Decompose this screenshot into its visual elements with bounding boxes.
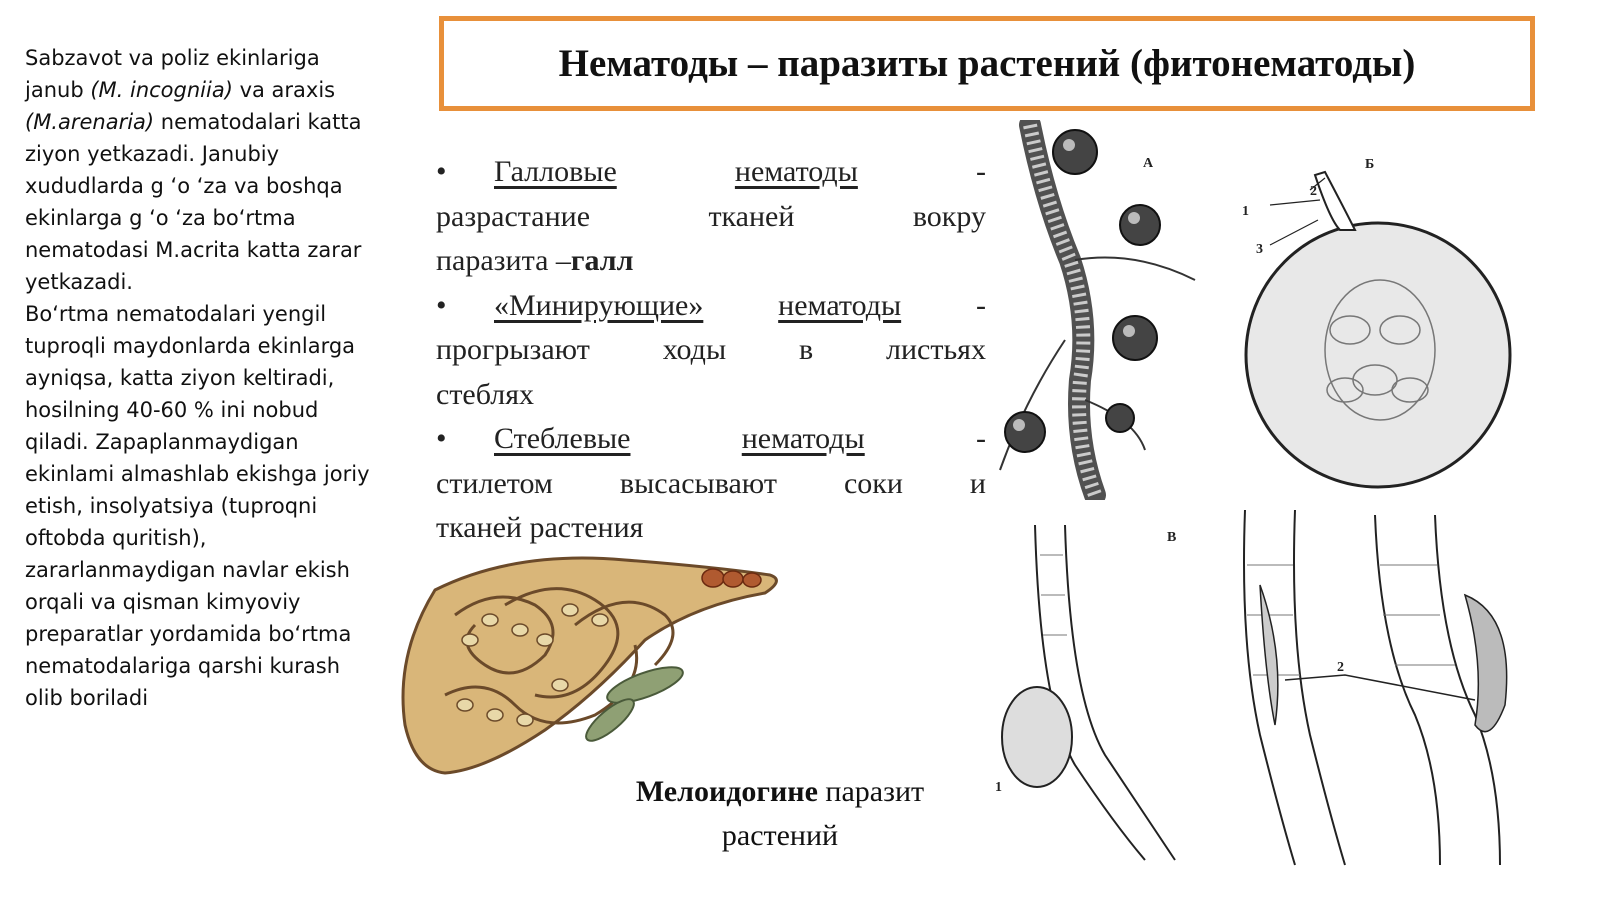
slide-title: Нематоды – паразиты растений (фитонемато…	[558, 42, 1416, 85]
latin-name: (M. incogniia)	[90, 78, 233, 102]
bullet-dot: •	[436, 288, 447, 322]
bullet-line: тканей растения	[436, 506, 986, 550]
bullet-term: нематоды	[741, 422, 865, 455]
word: стеблях	[436, 377, 535, 411]
bullet-list: • Галловые нематоды - разрастание тканей …	[436, 150, 986, 550]
word: стилетом	[436, 466, 553, 500]
text: va araxis	[232, 78, 336, 102]
meloidogyne-illustration	[401, 556, 778, 775]
cyst-drawing: Б 2 1 3	[1242, 157, 1512, 489]
root-galls-drawing: А	[999, 120, 1196, 500]
text: Sabzavot va poliz ekinlariga janub	[25, 46, 320, 102]
sidebar-paragraph-2: Boʻrtma nematodalari yengil tuproqli may…	[25, 302, 370, 710]
bullet-term: «Минирующие»	[494, 288, 704, 322]
bullet-term: Галловые	[494, 155, 617, 188]
text: nematodalari katta ziyon yetkazadi. Janu…	[25, 110, 362, 294]
bullet-line: прогрызают ходы в листьях	[436, 328, 986, 373]
bullet-dot: •	[436, 422, 447, 455]
figure-label-2: 2	[1310, 184, 1317, 199]
bullet-line: паразита – галл	[436, 239, 986, 284]
figure-label-a: А	[1143, 156, 1154, 171]
bullet-line: разрастание тканей вокру	[436, 195, 986, 240]
bullet-head-line: • Галловые нематоды -	[436, 150, 986, 195]
figure-label-1: 1	[995, 780, 1002, 795]
word: ходы	[662, 333, 727, 366]
dash: -	[975, 288, 986, 322]
latin-name: (M.arenaria)	[25, 110, 155, 134]
bullet-head-line: • «Минирующие» нематоды -	[436, 284, 986, 329]
figure-label-1: 1	[1242, 204, 1249, 219]
bullet-line: стилетом высасывают соки и	[436, 462, 986, 507]
word: соки	[843, 466, 903, 500]
dash: -	[975, 422, 986, 455]
bullet-term: нематоды	[734, 155, 858, 188]
word: листьях	[886, 333, 986, 366]
bold-term: галл	[570, 244, 634, 277]
bullet-term: Стеблевые	[494, 422, 631, 455]
figure-label-b: Б	[1365, 157, 1374, 172]
sidebar-paragraph-1: Sabzavot va poliz ekinlariga janub (M. i…	[25, 42, 377, 298]
figure-label-v: В	[1167, 530, 1176, 545]
figure-caption: Мелоидогине паразит растений	[590, 770, 970, 858]
sidebar-text: Sabzavot va poliz ekinlariga janub (M. i…	[25, 42, 377, 714]
word: тканей растения	[436, 511, 644, 544]
dash: -	[975, 155, 986, 188]
word: разрастание	[436, 199, 591, 233]
figure-label-2: 2	[1337, 660, 1344, 675]
bullet-line: стеблях	[436, 373, 986, 418]
caption-text: паразит растений	[721, 775, 925, 852]
root-sections-drawing: В 1 2	[995, 509, 1508, 866]
bullet-dot: •	[436, 155, 447, 188]
bullet-term: нематоды	[778, 288, 902, 322]
word: высасывают	[619, 466, 777, 500]
word: прогрызают	[436, 333, 590, 366]
word: тканей	[708, 199, 795, 233]
figure-label-3: 3	[1256, 242, 1263, 257]
bullet-head-line: • Стеблевые нематоды -	[436, 417, 986, 462]
slide-title-box: Нематоды – паразиты растений (фитонемато…	[439, 16, 1535, 111]
caption-genus: Мелоидогине	[635, 775, 818, 808]
word: вокру	[912, 199, 986, 233]
word: паразита –	[436, 244, 571, 277]
word: и	[969, 466, 986, 500]
word: в	[798, 333, 814, 366]
